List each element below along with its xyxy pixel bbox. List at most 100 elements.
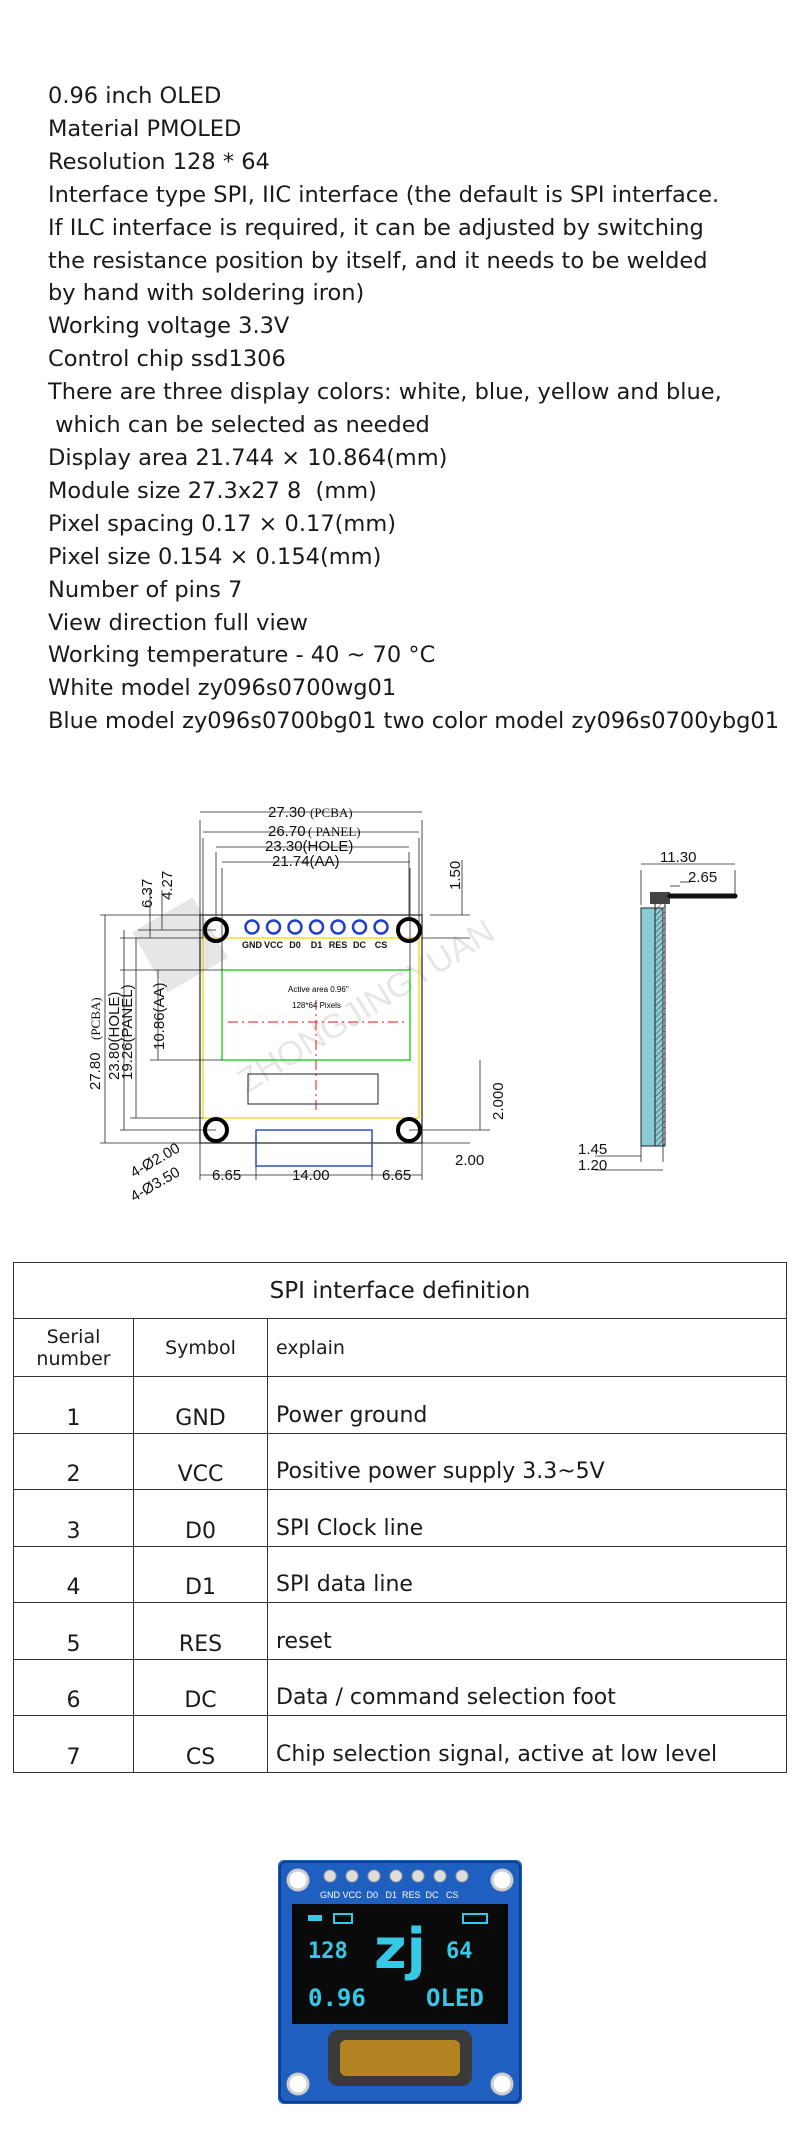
spec-line: 0.96 inch OLED <box>48 83 222 109</box>
row-symbol: RES <box>133 1602 268 1660</box>
row-explain: Data / command selection foot <box>267 1659 787 1716</box>
pixels-label: 128*64 Pixels <box>292 1001 341 1010</box>
photo-pin-labels: GND VCC D0 D1 RES DC CS <box>320 1890 459 1900</box>
spec-line: Display area 21.744 × 10.864(mm) <box>48 444 448 471</box>
row-explain: Power ground <box>267 1376 787 1434</box>
pin-hole <box>265 919 282 935</box>
spec-line: Resolution 128 * 64 <box>48 148 270 175</box>
active-area-label: Active area 0.96" <box>288 985 349 994</box>
dim-top-offset-a: 6.37 <box>139 879 156 908</box>
dim-bottom-gap: 2.000 <box>490 1082 507 1120</box>
dim-hole-height: 23.80(HOLE) <box>106 992 123 1080</box>
panel-outline <box>202 937 420 1119</box>
side-view: 11.30 2.65 1.45 1.20 <box>578 849 738 1174</box>
spec-line: which can be selected as needed <box>48 412 430 439</box>
pin-label: GND <box>242 940 263 950</box>
screen-left-num: 128 <box>308 1939 348 1964</box>
spec-line: Material PMOLED <box>48 115 242 142</box>
dim-bottom-right: 6.65 <box>382 1167 411 1184</box>
photo-hole-tl <box>286 1868 310 1892</box>
row-serial: 2 <box>13 1433 134 1490</box>
row-serial: 6 <box>13 1659 134 1716</box>
row-symbol: GND <box>133 1376 268 1434</box>
pcb-outline <box>199 914 423 1144</box>
dim-top-offset-b: 4.27 <box>159 871 176 900</box>
screen-logo: zj <box>374 1917 426 1982</box>
photo-hole-bl <box>286 2072 310 2096</box>
dim-panel-width-tag: ( PANEL) <box>308 824 361 839</box>
dim-panel-height: 19.26(PANEL) <box>119 984 136 1080</box>
spec-list: 0.96 inch OLED Material PMOLED Resolution … <box>48 80 788 738</box>
row-serial: 3 <box>13 1489 134 1547</box>
pin-label: RES <box>329 940 348 950</box>
pin-label: DC <box>353 940 366 950</box>
row-serial: 5 <box>13 1602 134 1660</box>
dim-bottom-left: 6.65 <box>212 1167 241 1184</box>
spec-line: Blue model zy096s0700bg01 two color mode… <box>48 708 780 735</box>
pin-label: D0 <box>289 940 301 950</box>
pin-hole <box>287 919 303 935</box>
spec-line: Pixel spacing 0.17 × 0.17(mm) <box>48 510 397 537</box>
dim-side-total: 11.30 <box>660 849 696 866</box>
col-symbol-header: Symbol <box>133 1318 268 1377</box>
dim-side-thick-a: 1.45 <box>578 1141 607 1158</box>
dim-pcba-width: 27.30 <box>268 804 306 821</box>
col-serial-header: Serial number <box>13 1318 134 1377</box>
spec-line: the resistance position by itself, and i… <box>48 247 708 274</box>
row-symbol: D1 <box>133 1546 268 1603</box>
row-explain: Chip selection signal, active at low lev… <box>267 1715 787 1773</box>
screen-right-num: 64 <box>446 1939 473 1964</box>
row-serial: 1 <box>13 1376 134 1434</box>
photo-hole-tr <box>490 1868 514 1892</box>
fpc-outline <box>255 1129 373 1167</box>
dim-hole-width: 23.30(HOLE) <box>265 838 353 855</box>
spec-line: Module size 27.3x27 8 (mm) <box>48 477 377 504</box>
row-symbol: D0 <box>133 1489 268 1547</box>
dim-pcba-height: 27.80 <box>87 1052 104 1090</box>
spec-line: If ILC interface is required, it can be … <box>48 214 704 241</box>
mail-icon <box>333 1913 353 1924</box>
row-explain: Positive power supply 3.3~5V <box>267 1433 787 1490</box>
driver-ic <box>247 1073 379 1105</box>
signal-icon <box>308 1915 322 1921</box>
dim-pcba-width-tag: (PCBA) <box>310 805 353 820</box>
row-symbol: CS <box>133 1715 268 1773</box>
photo-hole-br <box>490 2072 514 2096</box>
row-symbol: VCC <box>133 1433 268 1490</box>
spec-line: There are three display colors: white, b… <box>48 379 722 406</box>
pin-hole <box>351 919 368 935</box>
col-explain-header: explain <box>267 1318 787 1377</box>
pin-hole <box>373 919 389 935</box>
spec-line: View direction full view <box>48 609 308 636</box>
pin-label: VCC <box>264 940 284 950</box>
pin-hole <box>244 919 260 935</box>
pin-hole <box>330 919 346 935</box>
dim-side-pin: 2.65 <box>688 869 717 886</box>
spi-pin-table: SPI interface definition Serial number S… <box>13 1262 787 1773</box>
spec-line: Number of pins 7 <box>48 576 243 603</box>
photo-pin-header <box>323 1869 469 1883</box>
dim-aa-height: 10.86(AA) <box>151 982 168 1050</box>
watermark-logo: ZHONGJINGYUAN <box>132 897 501 1101</box>
spec-line: White model zy096s0700wg01 <box>48 675 397 702</box>
mechanical-drawing: ZHONGJINGYUAN Active area 0.96" 128*64 P… <box>0 790 800 1230</box>
dim-right-offset: 1.50 <box>447 861 464 890</box>
spec-line: Control chip ssd1306 <box>48 346 286 373</box>
spec-line: Working voltage 3.3V <box>48 313 290 340</box>
row-serial: 7 <box>13 1715 134 1773</box>
spec-line: by hand with soldering iron) <box>48 280 365 307</box>
dim-pcba-height-tag: (PCBA) <box>88 997 103 1040</box>
row-symbol: DC <box>133 1659 268 1716</box>
row-explain: SPI data line <box>267 1546 787 1603</box>
dim-panel-width: 26.70 <box>268 823 306 840</box>
row-explain: SPI Clock line <box>267 1489 787 1547</box>
spec-line: Working temperature - 40 ~ 70 °C <box>48 642 436 669</box>
